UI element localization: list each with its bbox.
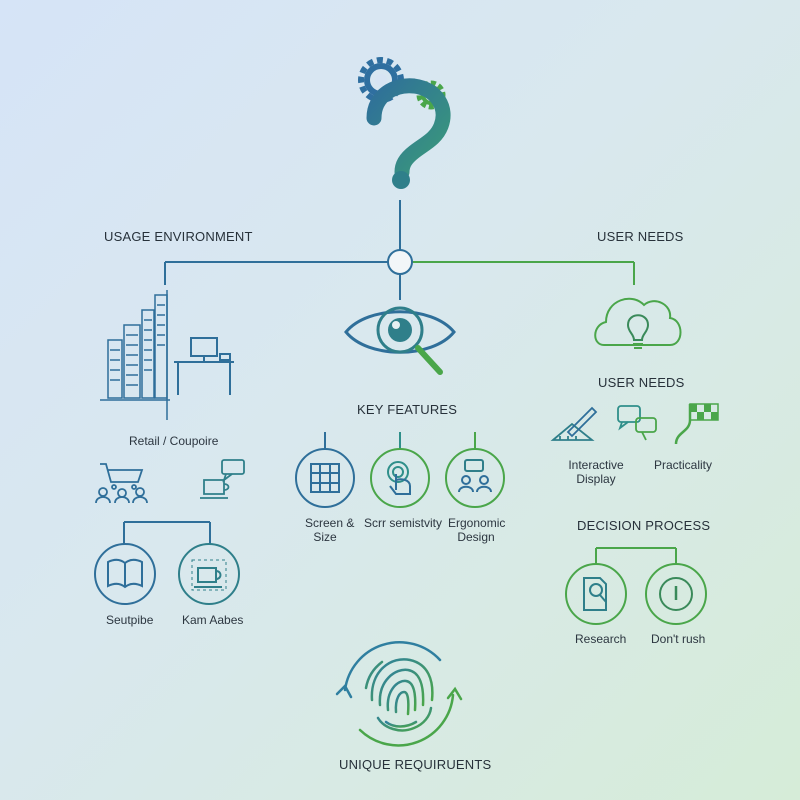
question-mark-icon [366,78,451,189]
need-interactive-display-label: Interactive Display [566,458,626,486]
book-icon [94,543,156,605]
user-needs-mid-header: USER NEEDS [598,375,685,390]
feature-screen-size-line1: Screen & [305,516,355,530]
usage-item1-label: Seutpibe [106,613,154,627]
fingerprint-icon [335,641,463,747]
need-interactive-line2: Display [576,472,616,486]
need-interactive-line1: Interactive [568,458,624,472]
usage-environment-header: USAGE ENVIRONMENT [104,229,253,244]
search-document-icon [565,563,627,625]
decision-research-label: Research [575,632,627,646]
checkered-flag-icon [674,403,719,445]
grid-icon [295,448,355,508]
city-skyline-icon [100,290,170,420]
usage-sub-connectors [123,521,211,545]
decision-process-header: DECISION PROCESS [577,518,711,533]
feature-ergonomic-line1: Ergonomic [448,516,506,530]
feature-screen-size-label: Screen & Size [305,516,355,544]
feature-ergonomic-line2: Design [457,530,495,544]
shopping-cart-icon [95,463,148,504]
user-needs-top-header: USER NEEDS [597,229,684,244]
coffee-cup-icon [178,543,240,605]
decision-dont-rush-label: Don't rush [651,632,706,646]
usage-item2-label: Kam Aabes [182,613,244,627]
chat-coffee-icon [200,459,245,499]
need-practicality-label: Practicality [654,458,713,472]
main-connectors [164,200,635,300]
retail-label: Retail / Coupoire [129,434,219,448]
unique-requirements-header: UNIQUE REQUIRUENTS [339,757,492,772]
decision-connectors [595,547,677,564]
chat-bubbles-icon [617,405,657,441]
power-icon [645,563,707,625]
touch-hand-icon [370,448,430,508]
features-connectors [324,431,476,450]
desk-computer-icon [174,337,234,395]
ruler-pencil-icon [550,406,598,441]
feature-ergonomic-label: Ergonomic Design [448,516,506,544]
people-chat-icon [445,448,505,508]
cloud-lightbulb-icon [594,297,682,349]
feature-sensitivity-label: Scrr semistvity [364,516,442,530]
hub-node [387,249,413,275]
eye-magnifier-icon [344,306,456,375]
key-features-header: KEY FEATURES [357,402,458,417]
feature-screen-size-line2: Size [313,530,337,544]
